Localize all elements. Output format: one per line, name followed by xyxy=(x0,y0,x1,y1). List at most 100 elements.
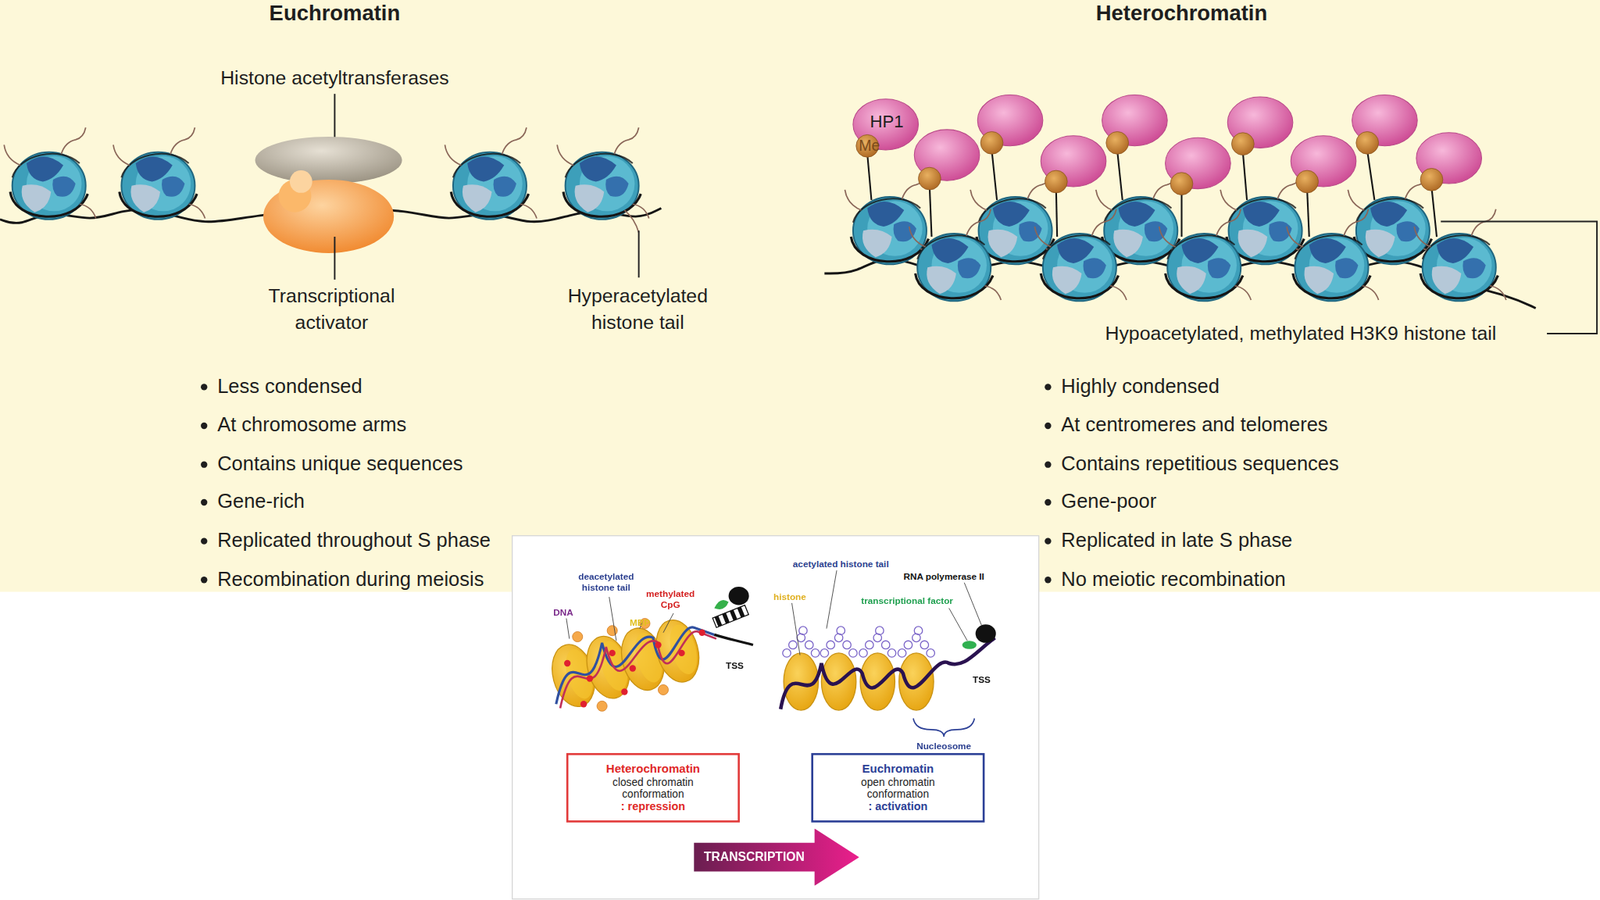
property-item: Contains unique sequences xyxy=(217,452,463,477)
histone-h4 xyxy=(605,176,629,197)
histone-tail xyxy=(1216,209,1241,236)
top-illustration xyxy=(0,93,1597,583)
bullet-dot xyxy=(200,576,208,583)
bullet-dot xyxy=(1044,499,1051,506)
histone-tail xyxy=(3,144,21,165)
acetylated-tail-loop xyxy=(920,640,929,649)
histone-tail xyxy=(970,189,987,211)
part-label: Transcriptional activator xyxy=(250,282,414,336)
inset-label: TSS xyxy=(725,660,744,672)
histone-h2a xyxy=(1238,229,1268,258)
inset-label: transcriptional factor xyxy=(860,596,954,608)
acetylated-tail-loop xyxy=(897,649,906,658)
box-text: closed chromatin conformation xyxy=(596,775,711,801)
histone-h2a xyxy=(1113,229,1143,258)
dna-strand xyxy=(780,637,995,709)
histone-h4 xyxy=(1462,257,1486,279)
methyl-tail xyxy=(1242,152,1247,200)
acetylated-tail-loop xyxy=(887,649,896,658)
bracket-line xyxy=(1440,221,1597,334)
acetylated-tail-loop xyxy=(820,649,829,658)
histone-tail xyxy=(79,203,97,218)
dna-wrap xyxy=(853,198,921,222)
nucleosome-brace xyxy=(913,718,975,738)
leader-line xyxy=(333,236,336,280)
bullet-dot xyxy=(200,499,208,506)
inset-label: RNA polymerase II xyxy=(903,571,984,583)
histone-tail xyxy=(1414,226,1431,247)
histone-h2a xyxy=(1052,266,1083,294)
property-item: Contains repetitious sequences xyxy=(1060,452,1339,477)
histone-tail xyxy=(966,209,991,236)
dna-wrap xyxy=(1294,235,1362,259)
bar-stripe xyxy=(721,612,730,624)
inset-label: DNA xyxy=(553,607,573,618)
transcription-arrow: TRANSCRIPTION xyxy=(693,828,860,886)
nucleosome xyxy=(557,127,650,220)
methylated-cpg xyxy=(629,664,636,672)
dna-wrap xyxy=(1040,273,1118,299)
property-item: No meiotic recombination xyxy=(1060,567,1286,593)
nucleosome xyxy=(3,127,97,220)
section-heading: Heterochromatin xyxy=(1096,0,1268,26)
inset-label: Nucleosome xyxy=(916,740,972,752)
bullet-dot xyxy=(200,537,208,544)
dna-wrap xyxy=(917,235,985,259)
histone-h4 xyxy=(52,176,75,197)
property-item: Recombination during meiosis xyxy=(217,567,484,593)
property-item: Less condensed xyxy=(217,375,363,400)
bullet-dot xyxy=(1044,383,1051,390)
dna-wrap xyxy=(565,153,633,178)
histone-tail xyxy=(502,127,527,154)
inset-label: histone xyxy=(773,592,807,604)
methylated-cpg xyxy=(586,675,593,682)
histone-tail xyxy=(444,144,461,165)
histone-h2a xyxy=(462,184,493,212)
dna-wrap xyxy=(1422,235,1490,259)
heterochromatin-box: Heterochromatinclosed chromatin conforma… xyxy=(566,753,740,823)
bullet-dots xyxy=(200,383,1052,583)
histone-tail xyxy=(60,127,86,154)
inset-label: acetylated histone tail xyxy=(792,559,890,571)
dna-wrap xyxy=(1167,235,1235,259)
methyl-tail xyxy=(992,150,998,200)
histone-tail xyxy=(1220,189,1237,211)
property-item: Highly condensed xyxy=(1060,375,1219,400)
acetylated-tail-loop xyxy=(903,640,912,649)
mbp-protein xyxy=(657,684,668,695)
methyl-tail xyxy=(929,186,933,237)
methyl-group xyxy=(1420,168,1443,192)
histone-tail xyxy=(1110,285,1127,300)
histone-tail xyxy=(520,203,537,218)
dna-wrap xyxy=(1165,273,1243,299)
activator-domain xyxy=(289,170,313,193)
transcription-factor xyxy=(962,640,977,649)
methyl-group xyxy=(1296,170,1319,193)
acetylated-tail-loop xyxy=(849,649,858,658)
nucleosome xyxy=(1414,209,1507,302)
methylated-cpg xyxy=(698,629,705,636)
mbp-protein xyxy=(607,625,618,636)
inset-label: methylated CpG xyxy=(643,589,697,611)
acetylated-tail-loop xyxy=(799,626,808,635)
acetylated-tail-loop xyxy=(926,649,935,658)
histone-tail xyxy=(1343,209,1368,236)
dna-wrap xyxy=(1356,198,1424,222)
histone-acetyltransferase xyxy=(255,136,403,184)
histone-h4 xyxy=(1207,257,1231,279)
methyl-tail xyxy=(1367,150,1375,200)
dna-wrap xyxy=(563,192,641,218)
histone-tail xyxy=(1159,226,1176,247)
nucleosome xyxy=(1286,209,1379,302)
histone-h4 xyxy=(493,176,517,197)
histone-h2a xyxy=(862,229,893,258)
property-item: Replicated in late S phase xyxy=(1060,528,1293,554)
transcription-factor xyxy=(714,600,729,610)
nucleosome xyxy=(1034,209,1127,302)
dna-strand xyxy=(556,627,715,704)
bar-stripe xyxy=(714,615,723,627)
section-heading: Euchromatin xyxy=(269,0,401,26)
histone-tail xyxy=(1234,285,1251,300)
inset-frame xyxy=(512,535,1040,900)
leader-line xyxy=(566,618,570,640)
